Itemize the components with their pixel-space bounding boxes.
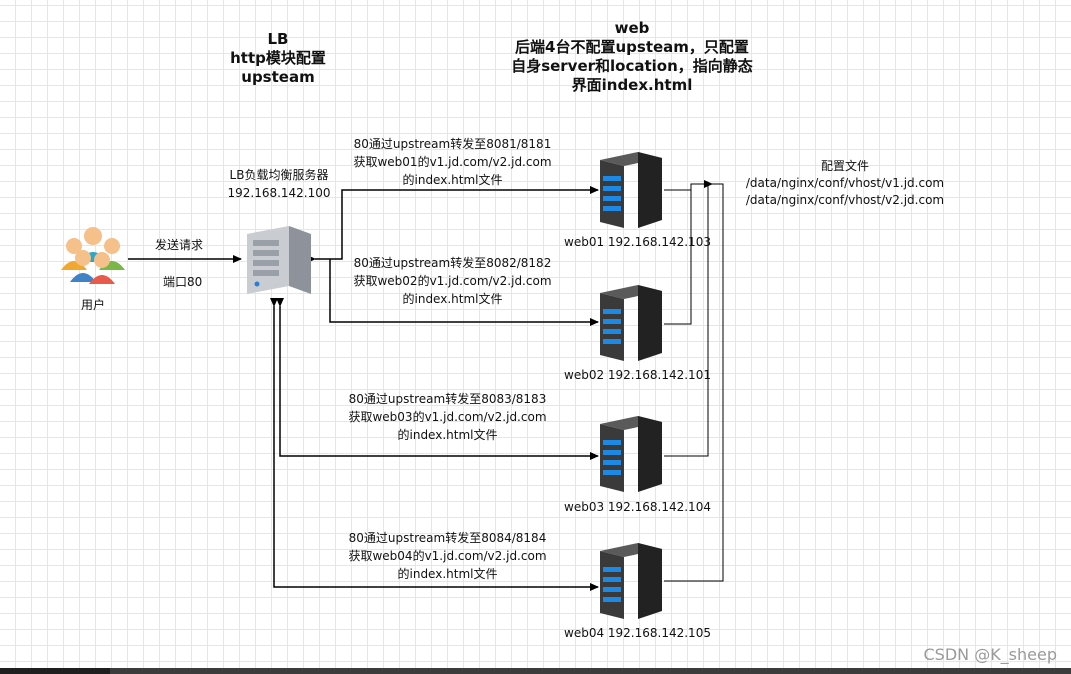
route-note-line: 的index.html文件	[402, 292, 503, 306]
port-label: 端口80	[163, 275, 203, 289]
rack-server-icon	[600, 152, 662, 228]
config-path: /data/nginx/conf/vhost/v1.jd.com	[745, 176, 945, 190]
web04-label: web04 192.168.142.105	[564, 626, 711, 640]
route-note-line: 80通过upstream转发至8081/8181	[353, 137, 552, 151]
config-link-web01	[664, 180, 713, 191]
web-title: web 后端4台不配置upsteam，只配置 自身server和location…	[482, 19, 782, 95]
web-title-line: 后端4台不配置upsteam，只配置	[515, 38, 749, 56]
web-title-line: 界面index.html	[571, 76, 693, 94]
bottom-bar-segment	[0, 668, 110, 674]
bottom-bar	[0, 668, 1071, 674]
web-title-line: 自身server和location，指向静态	[511, 57, 753, 75]
route-note-line: 获取web03的v1.jd.com/v2.jd.com	[348, 410, 547, 424]
route-note-line: 的index.html文件	[397, 428, 498, 442]
request-label: 发送请求	[155, 238, 204, 252]
web01-label: web01 192.168.142.103	[564, 235, 711, 249]
config-title: 配置文件	[820, 159, 869, 173]
web02-label: web02 192.168.142.101	[564, 368, 711, 382]
lb-server-caption: LB负载均衡服务器 192.168.142.100	[213, 166, 345, 202]
lb-title-line: upsteam	[241, 68, 315, 86]
rack-server-icon	[600, 416, 662, 492]
lb-title-line: LB	[267, 30, 289, 48]
watermark: CSDN @K_sheep	[923, 645, 1057, 664]
rack-server-icon	[600, 543, 662, 619]
route-note-line: 获取web04的v1.jd.com/v2.jd.com	[348, 549, 547, 563]
lb-title-line: http模块配置	[230, 49, 326, 67]
route-note-line: 80通过upstream转发至8083/8183	[348, 392, 547, 406]
web-title-line: web	[614, 19, 650, 37]
lb-server-ip: 192.168.142.100	[227, 186, 331, 200]
route-note-line: 的index.html文件	[397, 567, 498, 581]
tower-server-icon	[247, 226, 311, 294]
config-link-web03	[664, 184, 709, 457]
route-note-web04: 80通过upstream转发至8084/8184 获取web04的v1.jd.c…	[335, 529, 560, 583]
config-note: 配置文件 /data/nginx/conf/vhost/v1.jd.com /d…	[740, 158, 950, 209]
rack-server-icon	[600, 285, 662, 361]
users-group-icon	[61, 227, 125, 284]
lb-title: LB http模块配置 upsteam	[218, 30, 338, 87]
user-label: 用户	[81, 298, 106, 312]
route-note-line: 80通过upstream转发至8084/8184	[348, 531, 547, 545]
lb-server-name: LB负载均衡服务器	[229, 168, 329, 182]
route-note-line: 的index.html文件	[402, 173, 503, 187]
config-path: /data/nginx/conf/vhost/v2.jd.com	[745, 193, 945, 207]
route-note-line: 获取web01的v1.jd.com/v2.jd.com	[353, 155, 552, 169]
route-note-web01: 80通过upstream转发至8081/8181 获取web01的v1.jd.c…	[340, 135, 565, 189]
route-web01-connector	[307, 186, 599, 263]
config-link-web04	[664, 183, 724, 582]
route-note-line: 获取web02的v1.jd.com/v2.jd.com	[353, 274, 552, 288]
route-note-line: 80通过upstream转发至8082/8182	[353, 256, 552, 270]
route-note-web02: 80通过upstream转发至8082/8182 获取web02的v1.jd.c…	[340, 254, 565, 308]
config-link-web02	[664, 184, 692, 325]
route-note-web03: 80通过upstream转发至8083/8183 获取web03的v1.jd.c…	[335, 390, 560, 444]
route-web04-connector	[270, 298, 599, 591]
web03-label: web03 192.168.142.104	[564, 500, 711, 514]
